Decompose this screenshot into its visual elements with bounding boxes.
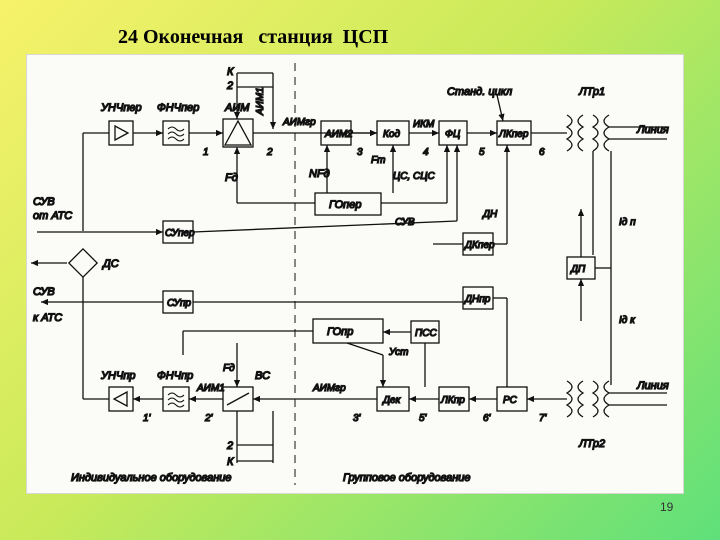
aim1-pr-label: АИМ1: [196, 383, 225, 394]
n2-label: 2: [266, 147, 273, 158]
suv-k-ats-1: СУВ: [33, 286, 55, 298]
page-number: 19: [660, 500, 674, 514]
rs-label: РС: [503, 395, 518, 406]
fnch-pr-block: [162, 386, 190, 412]
ds-block: [67, 247, 99, 279]
ds-label: ДС: [101, 258, 119, 270]
liniya-bot-label: Линия: [636, 380, 669, 392]
su-per-label: СУпер: [165, 228, 195, 239]
suv-ot-ats-1: СУВ: [33, 196, 55, 208]
fnch-pr-label: ФНЧпр: [157, 370, 193, 382]
dek-label: Дек: [382, 395, 402, 406]
n1-label: 1: [203, 147, 209, 158]
id-p-label: Iд п: [619, 217, 636, 228]
ft-label: Fт: [371, 155, 385, 166]
modulator-icon: [223, 119, 253, 146]
pss-label: ПСС: [415, 328, 437, 339]
id-k-label: Iд к: [619, 315, 636, 326]
stand-cikl-label: Станд. цикл: [447, 86, 512, 98]
n5-label: 5: [479, 147, 485, 158]
suv-right-label: СУВ: [395, 217, 415, 228]
indiv-equipment-label: Индивидуальное оборудование: [71, 472, 232, 484]
fc-label: ФЦ: [445, 129, 460, 140]
filter-rx-icon: [167, 392, 185, 408]
n1p-label: 1': [143, 413, 152, 424]
cs-scs-label: ЦС, СЦС: [393, 171, 436, 182]
go-pr-label: ГОпр: [327, 326, 353, 338]
n5p-label: 5': [419, 413, 428, 424]
ltr2-label: ЛТр2: [578, 438, 605, 450]
kod-label: Код: [383, 129, 400, 140]
go-per-label: ГОпер: [329, 199, 361, 211]
k-bot-label: К: [227, 456, 234, 468]
aim-gr-top-label: АИМгр: [282, 117, 316, 128]
group-equipment-label: Групповое оборудование: [343, 472, 471, 484]
su-pr-label: СУпр: [167, 298, 191, 309]
slide-title: 24 Оконечная станция ЦСП: [118, 26, 389, 48]
ikm-label: ИКМ: [413, 119, 435, 130]
aim2-label: АИМ2: [324, 129, 353, 140]
amplifier-icon: [114, 124, 130, 142]
two-bot-label: 2: [226, 440, 233, 452]
fnch-per-label: ФНЧпер: [157, 102, 199, 114]
nfd-label: NFд: [309, 168, 330, 180]
fnch-per-block: [162, 120, 190, 146]
unch-pr-label: УНЧпр: [100, 370, 136, 382]
n6-label: 6: [539, 147, 545, 158]
dp-label: ДП: [570, 264, 586, 275]
filter-icon: [167, 126, 185, 142]
lk-pr-label: ЛКпр: [440, 395, 465, 406]
aim-gr-bot-label: АИМгр: [312, 383, 346, 394]
dk-per-label: ДКпер: [464, 240, 495, 251]
vs-label: ВС: [255, 370, 270, 382]
diagram-panel: К 2 УНЧпер ФНЧпер АИМ АИМ1 АИМгр АИМ2 Ко…: [26, 54, 684, 494]
ltr1-transformer: [565, 114, 611, 152]
liniya-top-label: Линия: [636, 124, 669, 136]
dn-pr-label: ДНпр: [464, 294, 491, 305]
n2p-label: 2': [204, 413, 214, 424]
dn-label: ДН: [482, 209, 498, 220]
k-top-label: К: [227, 66, 234, 78]
block-diagram: К 2 УНЧпер ФНЧпер АИМ АИМ1 АИМгр АИМ2 Ко…: [31, 63, 669, 485]
go-per-block: [314, 192, 382, 216]
suv-k-ats-2: к АТС: [33, 312, 62, 324]
lk-per-label: ЛКпер: [498, 129, 529, 140]
aim-label: АИМ: [224, 102, 250, 114]
n3p-label: 3': [353, 413, 362, 424]
ust-label: Уст: [388, 347, 409, 358]
switch-icon: [226, 392, 250, 406]
aim-block: [222, 118, 254, 148]
two-top-label: 2: [226, 80, 233, 92]
n4-label: 4: [423, 147, 429, 158]
unch-pr-block: [108, 386, 134, 412]
unch-per-block: [108, 120, 134, 146]
ltr2-transformer: [565, 380, 611, 418]
n3-label: 3: [357, 147, 363, 158]
unch-per-label: УНЧпер: [100, 102, 142, 114]
suv-ot-ats-2: от АТС: [33, 210, 72, 222]
fd-label: Fд: [225, 172, 238, 184]
fd-pr-label: Fд: [223, 363, 235, 374]
amplifier-rx-icon: [112, 390, 128, 408]
ltr1-label: ЛТр1: [578, 86, 605, 98]
n6p-label: 6': [483, 413, 492, 424]
n7p-label: 7': [539, 413, 548, 424]
aim1-label: АИМ1: [255, 87, 266, 116]
